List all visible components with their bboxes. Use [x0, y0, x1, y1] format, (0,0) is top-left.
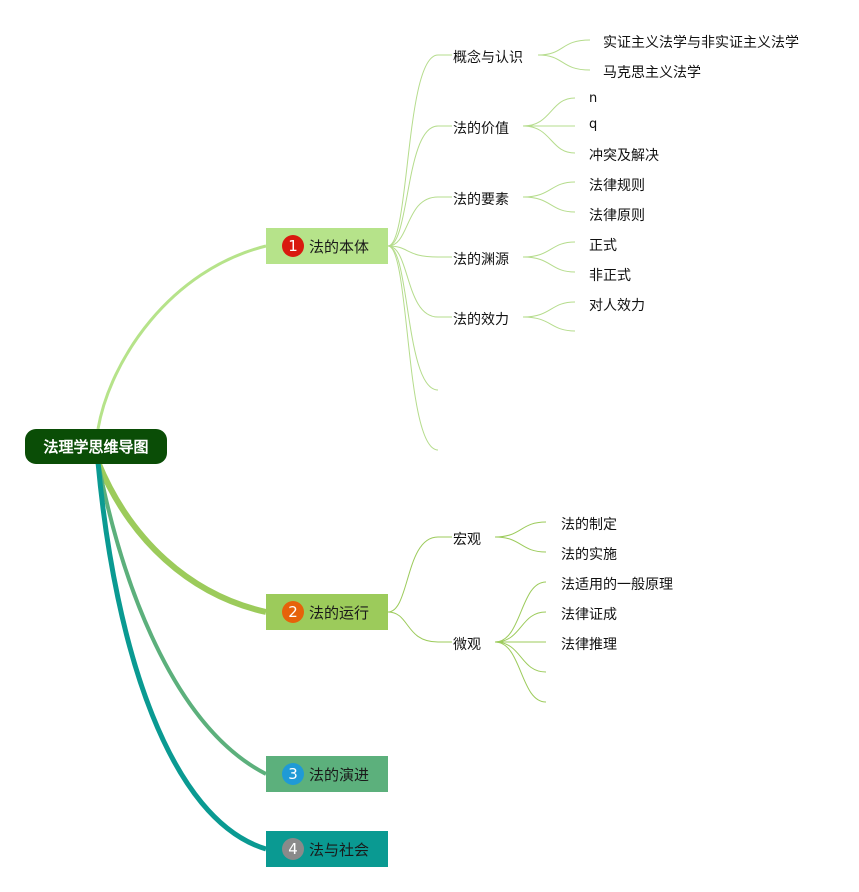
number-badge-1: 1	[282, 235, 304, 257]
leaf-application-principles[interactable]: 法适用的一般原理	[561, 577, 673, 593]
branch-label-1: 法的本体	[309, 237, 370, 256]
topic-sources[interactable]: 法的渊源	[453, 252, 509, 268]
root-node[interactable]: 法理学思维导图	[25, 429, 167, 464]
leaf-positivism[interactable]: 实证主义法学与非实证主义法学	[603, 35, 799, 51]
branch-node-2[interactable]: 2 法的运行	[266, 594, 388, 630]
leaf-formal[interactable]: 正式	[589, 238, 617, 254]
branch-label-4: 法与社会	[309, 840, 370, 859]
leaf-rules[interactable]: 法律规则	[589, 178, 645, 194]
branch-node-4[interactable]: 4 法与社会	[266, 831, 388, 867]
leaf-value-n[interactable]: n	[589, 91, 598, 106]
leaf-marxism[interactable]: 马克思主义法学	[603, 65, 701, 81]
branch-label-3: 法的演进	[309, 765, 370, 784]
branch-label-2: 法的运行	[309, 603, 370, 622]
leaf-value-q[interactable]: q	[589, 117, 598, 132]
root-label: 法理学思维导图	[43, 438, 149, 456]
number-badge-2: 2	[282, 601, 304, 623]
topic-value[interactable]: 法的价值	[453, 121, 509, 137]
branch1-connectors	[387, 39, 591, 451]
connector-root-branch3	[96, 461, 267, 776]
branch-node-3[interactable]: 3 法的演进	[266, 756, 388, 792]
connector-root-branch1	[96, 244, 267, 430]
leaf-legislation[interactable]: 法的制定	[561, 517, 617, 533]
leaf-conflict[interactable]: 冲突及解决	[589, 148, 659, 164]
number-badge-3: 3	[282, 763, 304, 785]
topic-effect[interactable]: 法的效力	[453, 312, 509, 328]
leaf-implementation[interactable]: 法的实施	[561, 547, 617, 563]
connector-root-branch2	[95, 460, 267, 615]
connector-root-branch4	[95, 461, 267, 852]
leaf-informal[interactable]: 非正式	[589, 268, 631, 284]
topic-macro[interactable]: 宏观	[453, 532, 481, 548]
number-badge-4: 4	[282, 838, 304, 860]
leaf-personal-effect[interactable]: 对人效力	[589, 298, 645, 314]
branch-node-1[interactable]: 1 法的本体	[266, 228, 388, 264]
topic-concept[interactable]: 概念与认识	[453, 50, 523, 66]
branch2-connectors	[387, 521, 547, 703]
leaf-justification[interactable]: 法律证成	[561, 607, 617, 623]
topic-elements[interactable]: 法的要素	[453, 192, 509, 208]
leaf-reasoning[interactable]: 法律推理	[561, 637, 617, 653]
topic-micro[interactable]: 微观	[453, 637, 481, 653]
leaf-principles[interactable]: 法律原则	[589, 208, 645, 224]
